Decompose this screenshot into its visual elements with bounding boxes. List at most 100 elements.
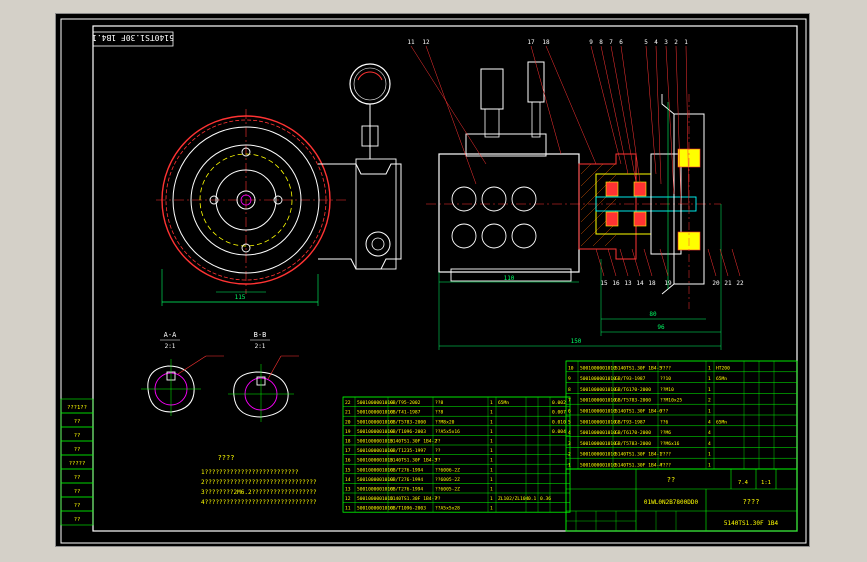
bom-cell: 8: [568, 387, 571, 393]
bom-cell: 15: [345, 467, 351, 473]
callout-number: 2: [674, 39, 678, 46]
section-aa-scale: 2:1: [165, 343, 176, 350]
gauge-valve: [361, 125, 379, 147]
bom-cell: 1: [490, 439, 493, 445]
bom-cell: GB/T276-1994: [390, 467, 423, 473]
bom-cell: 5001000001010: [580, 365, 616, 371]
bom-cell: 1: [490, 429, 493, 435]
bom-cell: 5140TS1.30F 1B4-6: [615, 409, 662, 415]
bom-cell: 2: [568, 452, 571, 458]
bom-cell: ???: [660, 409, 669, 415]
left-strip-label: ??: [74, 503, 81, 509]
bom-cell: 1: [708, 376, 711, 382]
left-strip-label: ???1??: [67, 405, 87, 411]
left-strip-label: ??: [74, 419, 81, 425]
callout-leader: [659, 248, 669, 277]
bom-cell: 11: [345, 506, 351, 512]
bom-cell: ??6005-2Z: [435, 487, 460, 493]
bom-cell: 5140TS1.30F 1B4-1: [615, 452, 662, 458]
bom-cell: ??A5x5x28: [435, 506, 460, 512]
callout-leader: [410, 45, 487, 165]
bom-cell: 14: [345, 477, 351, 483]
callout-number: 3: [664, 39, 668, 46]
shaft-core: [240, 194, 252, 206]
bom-cell: 5001000001010: [580, 387, 616, 393]
left-strip-label: ??: [74, 489, 81, 495]
bom-cell: ??M10x25: [660, 398, 682, 404]
crankcase-section: [578, 153, 637, 260]
bom-cell: 5001000001010: [580, 398, 616, 404]
bom-cell: 5001000001010: [357, 448, 393, 454]
bolt-hole-left: [209, 195, 219, 205]
bom-cell: 5001000001010: [580, 430, 616, 436]
bom-cell: 16: [345, 458, 351, 464]
bom-cell: 5001000001010: [357, 400, 393, 406]
bolt-hole-right: [273, 195, 283, 205]
callout-leader: [595, 248, 605, 277]
callout-number: 14: [636, 280, 644, 287]
title-block-weight: 7.4: [738, 480, 749, 486]
bom-cell: 5001000001010: [580, 452, 616, 458]
callout-leader: [619, 248, 629, 277]
bom-cell: 5140TS1.30F 1B4-7: [390, 496, 437, 502]
bom-cell: GB/T6170-2000: [615, 387, 651, 393]
front-dim-value: 115: [235, 294, 246, 301]
bom-cell: 4: [708, 441, 711, 447]
callout-leader: [545, 45, 597, 165]
callout-leader: [610, 45, 637, 183]
side-dim-c-value: 96: [657, 324, 665, 331]
bom-cell: GB/T95-2002: [390, 400, 421, 406]
callout-number: 11: [407, 39, 415, 46]
notes-heading: ????: [218, 454, 235, 462]
bolt-hole-top: [241, 147, 251, 157]
bom-cell: 1: [490, 477, 493, 483]
pump-body-outline: [318, 163, 402, 270]
bom-cell: GB/T6170-2000: [615, 430, 651, 436]
bearing-left: [605, 181, 619, 197]
bom-cell: 4: [708, 430, 711, 436]
bom-cell: 5140TS1.30F 1B4-5: [615, 365, 662, 371]
bearing-right-lower: [633, 211, 647, 227]
callout-leader: [665, 45, 675, 195]
section-aa-leader: [177, 355, 207, 375]
bom-cell: 5001000001010: [357, 496, 393, 502]
bom-cell: ????: [660, 463, 671, 469]
callout-number: 18: [648, 280, 656, 287]
bom-cell: 1: [490, 448, 493, 454]
section-bb-outline: [233, 371, 289, 418]
bom-cell: 19: [345, 429, 351, 435]
bom-cell: GB/T41-1987: [390, 410, 421, 416]
inner-border: [92, 25, 798, 532]
bom-cell: ????: [660, 365, 671, 371]
left-strip-label: ??: [74, 517, 81, 523]
callout-leader: [600, 45, 629, 175]
bom-cell: GB/T1235-1997: [390, 448, 426, 454]
bom-cell: 6: [568, 409, 571, 415]
inlet-fitting: [450, 268, 572, 282]
valve-chamber-6: [511, 223, 537, 249]
callout-number: 17: [527, 39, 535, 46]
pressure-gauge-face: [353, 67, 387, 101]
bom-cell: 4: [568, 430, 571, 436]
valve-chamber-5: [481, 223, 507, 249]
left-strip-label: ?????: [69, 461, 86, 467]
bom-cell: 5: [568, 419, 571, 425]
front-view: 115: [156, 63, 402, 306]
bom-cell: 1: [490, 496, 493, 502]
valve-chamber-3: [511, 186, 537, 212]
left-strip-cell: [60, 510, 94, 526]
callout-leader: [707, 248, 717, 277]
section-bb: B-B 2:1: [228, 331, 299, 422]
pulley-hub-outer: [190, 144, 302, 256]
unloader-valve: [480, 68, 504, 110]
bom-cell: 1: [708, 365, 711, 371]
section-bb-scale: 2:1: [255, 343, 266, 350]
bom-cell: ????: [660, 452, 671, 458]
side-dim-d-value: 150: [571, 338, 582, 345]
title-block-drawing-no: 5140TS1.30F 1B4: [724, 520, 779, 527]
bom-cell: HT200: [716, 365, 730, 371]
drawing-sheet[interactable]: 5140TS1.30F 1B4.1 ???1??????????????????…: [55, 13, 810, 547]
bom-cell: 9: [568, 376, 571, 382]
